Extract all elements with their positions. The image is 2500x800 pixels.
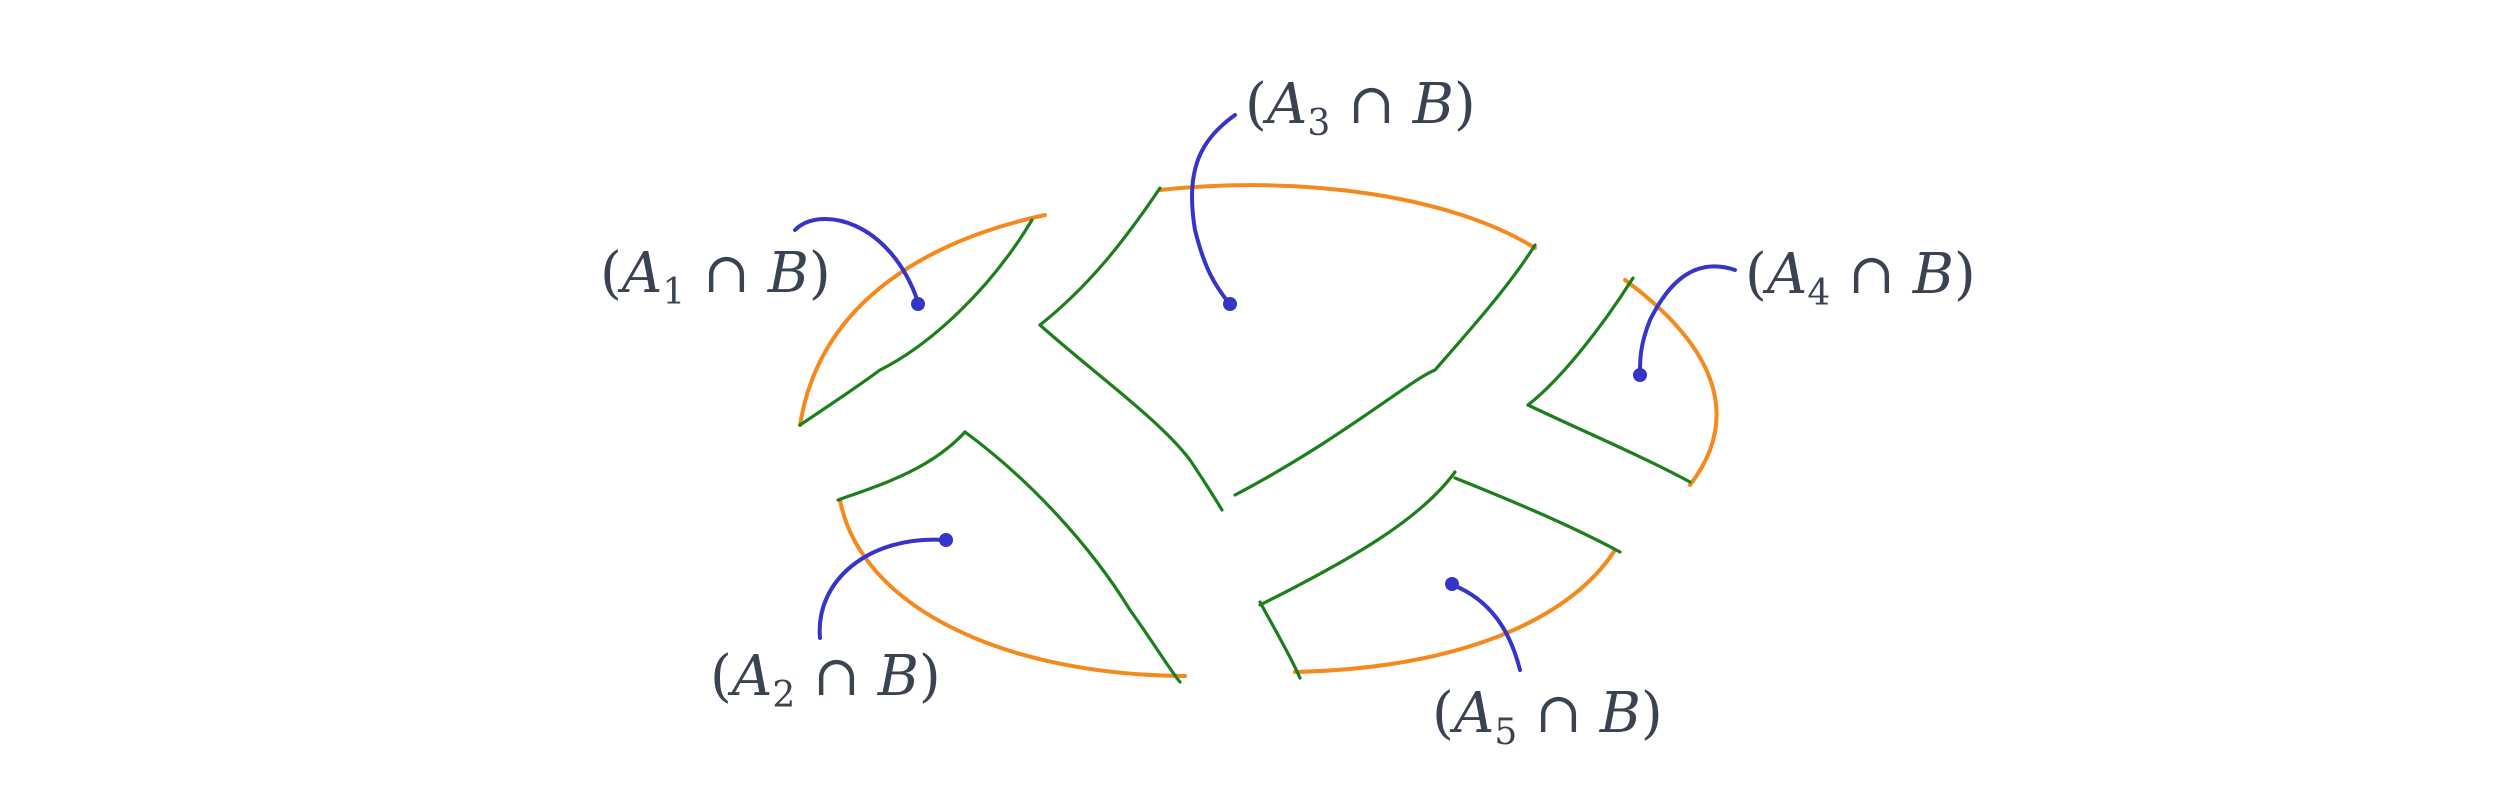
label-region-3: (A3 ∩ B) (1245, 72, 1476, 144)
pointer-region-3 (1190, 113, 1237, 304)
pointer-region-2 (817, 537, 947, 640)
b-arc-region-5 (1293, 548, 1617, 674)
b-arc-region-3 (1158, 183, 1537, 250)
pointer-dot-region-5 (1445, 577, 1459, 591)
label-region-1: (A1 ∩ B) (600, 241, 831, 313)
a2-edge-right (963, 430, 1182, 684)
a5-edge-left (1258, 600, 1302, 680)
a3-edge-left-lower (1038, 323, 1224, 512)
label-region-2: (A2 ∩ B) (710, 644, 941, 716)
pointer-region-1 (793, 217, 920, 304)
a4-edge-lower (1526, 403, 1692, 484)
label-region-5: (A5 ∩ B) (1432, 681, 1663, 753)
b-arc-region-2 (838, 498, 1187, 678)
labels: (A1 ∩ B) (A3 ∩ B) (A4 ∩ B) (A2 ∩ B) (A5 … (600, 72, 1976, 753)
set-a-boundaries (798, 186, 1692, 684)
pointer-region-5 (1451, 583, 1522, 672)
a4-edge-upper (1526, 276, 1635, 407)
label-region-4: (A4 ∩ B) (1745, 242, 1976, 314)
a3-edge-right (1233, 243, 1537, 497)
pointer-dot-region-2 (939, 533, 953, 547)
pointer-region-4 (1638, 264, 1737, 374)
a1-edge (798, 218, 1034, 427)
pointer-dot-region-4 (1633, 368, 1647, 382)
a5-edge-upper (1258, 470, 1457, 607)
pointer-dot-region-1 (911, 297, 925, 311)
set-b-boundary (798, 183, 1719, 678)
b-arc-region-1 (798, 213, 1047, 427)
a5-edge-right (1453, 476, 1622, 554)
b-arc-region-4 (1623, 278, 1719, 487)
pointer-dot-region-3 (1223, 297, 1237, 311)
a3-edge-left-upper (1038, 186, 1162, 327)
a2-edge-upper (836, 430, 967, 502)
pointers (793, 113, 1737, 672)
